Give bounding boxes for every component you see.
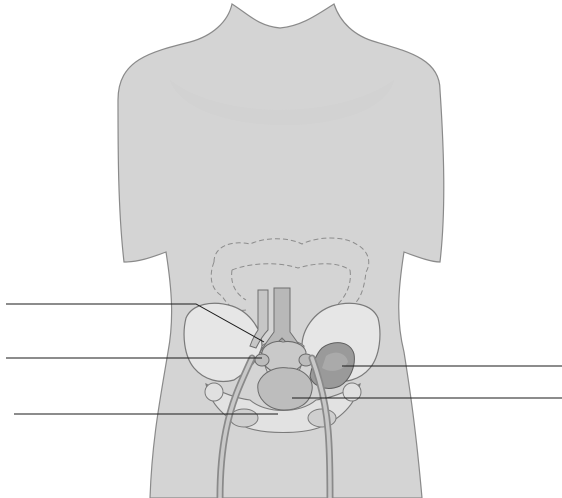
right-obturator-foramen [308, 409, 336, 427]
left-ovary [255, 354, 269, 366]
left-obturator-foramen [230, 409, 258, 427]
left-femoral-head [205, 383, 223, 401]
bladder [258, 368, 312, 410]
